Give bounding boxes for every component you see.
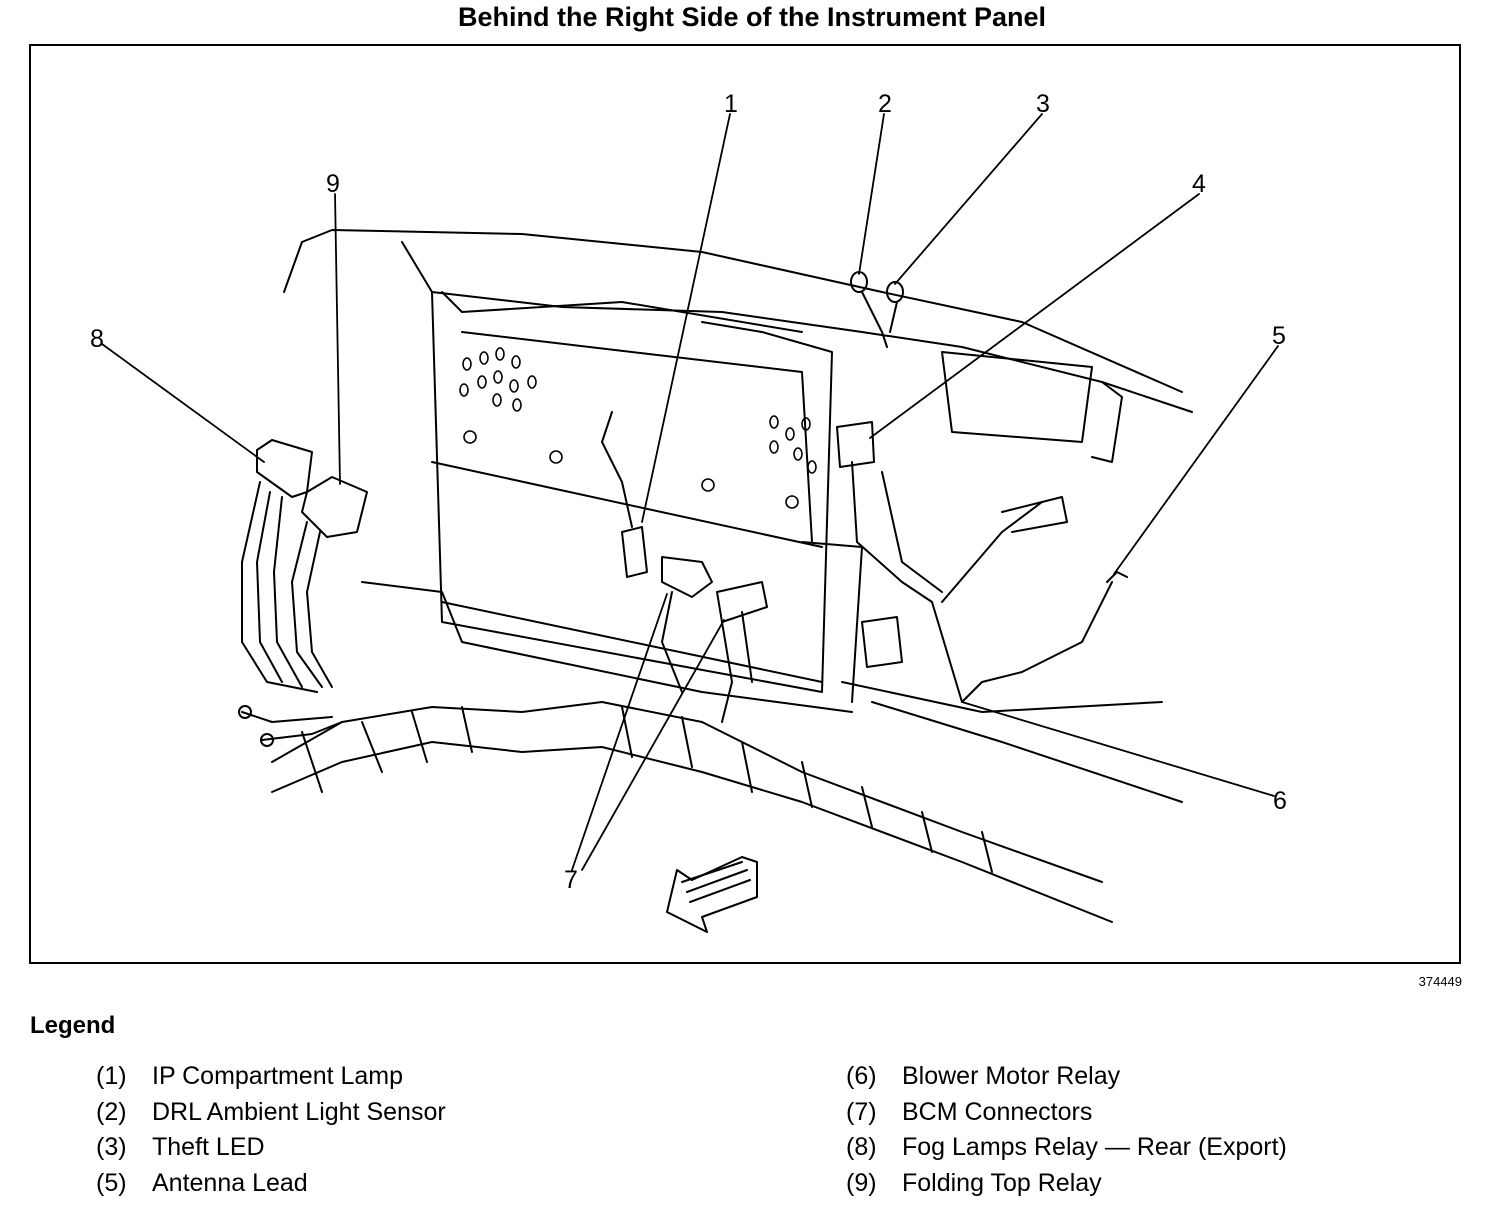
legend-number: (6) [846,1062,877,1090]
legend-item: (2) DRL Ambient Light Sensor [96,1098,736,1134]
legend-item: (8) Fog Lamps Relay — Rear (Export) [846,1133,1486,1169]
callout-labels: 1 2 3 4 5 6 7 8 9 [90,90,1287,894]
instrument-panel-illustration: 1 2 3 4 5 6 7 8 9 [90,90,1287,933]
callout-6: 6 [1273,787,1287,815]
legend-item: (1) IP Compartment Lamp [96,1062,736,1098]
callout-9: 9 [326,170,340,198]
legend-label: Fog Lamps Relay — Rear (Export) [902,1133,1287,1161]
legend-item: (3) Theft LED [96,1133,736,1169]
diagram-frame: 1 2 3 4 5 6 7 8 9 [29,44,1461,964]
legend-number: (2) [96,1097,127,1126]
lower-harness [238,701,1113,923]
legend-label: BCM Connectors [902,1097,1093,1126]
right-side-harness [836,421,1183,803]
legend-column-left: (1) IP Compartment Lamp (2) DRL Ambient Li… [96,1062,736,1204]
legend-label: Blower Motor Relay [902,1062,1121,1090]
legend-number: (3) [96,1133,127,1161]
legend-number: (9) [846,1168,877,1197]
callout-1: 1 [724,90,738,118]
figure-id: 374449 [1418,974,1462,989]
legend-item: (9) Folding Top Relay [846,1169,1486,1205]
legend-heading: Legend [30,1012,116,1039]
forward-direction-arrow [666,856,758,933]
legend-number: (8) [846,1133,877,1161]
compartment-lamp [601,411,648,578]
dash-beam [283,229,1193,463]
legend-item: (5) Antenna Lead [96,1169,736,1205]
callout-5: 5 [1272,322,1286,350]
legend-item: (6) Blower Motor Relay [846,1062,1486,1098]
callout-3: 3 [1036,90,1050,118]
legend-label: Folding Top Relay [902,1168,1102,1197]
legend-number: (1) [96,1062,127,1090]
callout-7: 7 [564,866,578,894]
legend-number: (5) [96,1168,127,1197]
legend-label: Antenna Lead [152,1168,308,1197]
page-title: Behind the Right Side of the Instrument … [457,2,1047,32]
callout-8: 8 [90,325,104,353]
callout-2: 2 [878,90,892,118]
relay-9-folding-top [291,476,368,688]
legend-label: DRL Ambient Light Sensor [152,1097,446,1126]
leader-lines [101,113,1279,871]
legend-column-right: (6)Blower Motor Relay (7)BCM Connectors … [846,1062,1486,1204]
legend-label: Theft LED [152,1133,265,1161]
glovebox-housing [361,291,863,713]
legend-label: IP Compartment Lamp [152,1062,404,1090]
relay-8-fog-lamps [241,439,318,693]
panel-holes [459,347,817,509]
bcm-connectors [661,556,768,723]
callout-4: 4 [1192,170,1206,198]
legend-item: (7) BCM Connectors [846,1098,1486,1134]
legend-number: (7) [846,1097,877,1126]
